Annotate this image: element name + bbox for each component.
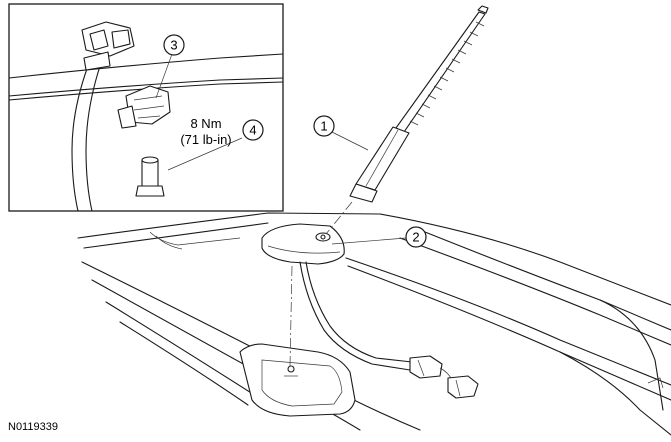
figure-id: N0119339 [8,421,58,433]
callout-1: 1 [313,115,335,137]
roof-antenna-opening [239,343,356,417]
torque-spec-lbin: (71 lb-in) [180,132,231,147]
callout-4: 4 [242,119,264,141]
callout-4-label: 4 [249,123,256,138]
callout-3-label: 3 [170,38,177,53]
inset-detail [8,3,284,212]
torque-spec-nm: 8 Nm [190,116,221,131]
antenna-mast [325,5,489,235]
callout-2: 2 [405,226,427,248]
antenna-base [261,223,479,399]
vehicle-roof [77,212,671,436]
callout-2-label: 2 [412,230,419,245]
callout-1-label: 1 [320,119,327,134]
callout-3: 3 [163,34,185,56]
